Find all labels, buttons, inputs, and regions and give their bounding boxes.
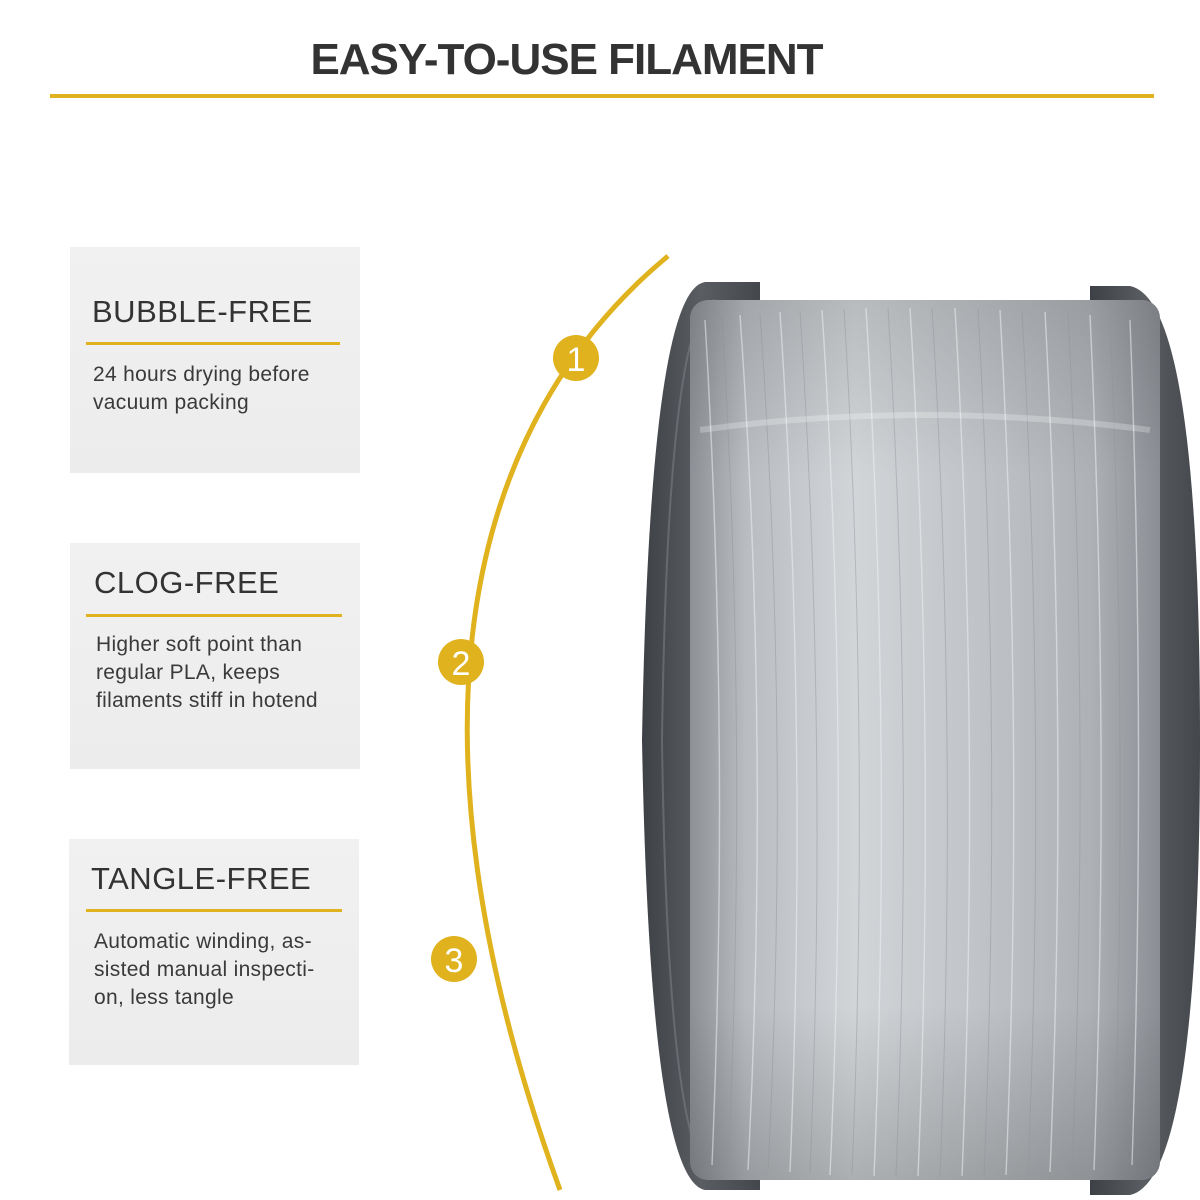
feature-title: CLOG-FREE <box>94 565 280 600</box>
feature-card-bubble-free: BUBBLE-FREE 24 hours drying before vacuu… <box>70 247 360 473</box>
step-number-1: 1 <box>567 341 586 379</box>
feature-title-underline <box>86 342 340 345</box>
feature-card-tangle-free: TANGLE-FREE Automatic winding, as- siste… <box>69 839 359 1065</box>
feature-title: TANGLE-FREE <box>91 861 312 896</box>
step-marker-2: 2 <box>438 639 484 685</box>
step-number-2: 2 <box>452 645 471 683</box>
step-marker-3: 3 <box>431 936 477 982</box>
page-title: EASY-TO-USE FILAMENT <box>310 35 823 84</box>
feature-title-underline <box>86 909 342 912</box>
feature-title: BUBBLE-FREE <box>92 294 313 329</box>
feature-card-clog-free: CLOG-FREE Higher soft point than regular… <box>70 543 360 769</box>
timeline-arc <box>464 254 670 1191</box>
feature-title-underline <box>86 614 342 617</box>
title-divider <box>50 94 1154 98</box>
feature-description: 24 hours drying before vacuum packing <box>93 363 310 414</box>
feature-description: Automatic winding, as- sisted manual ins… <box>94 930 315 1009</box>
filament-spool-icon <box>642 282 1200 1195</box>
feature-description: Higher soft point than regular PLA, keep… <box>96 633 318 712</box>
step-number-3: 3 <box>445 942 464 980</box>
step-marker-1: 1 <box>553 335 599 381</box>
